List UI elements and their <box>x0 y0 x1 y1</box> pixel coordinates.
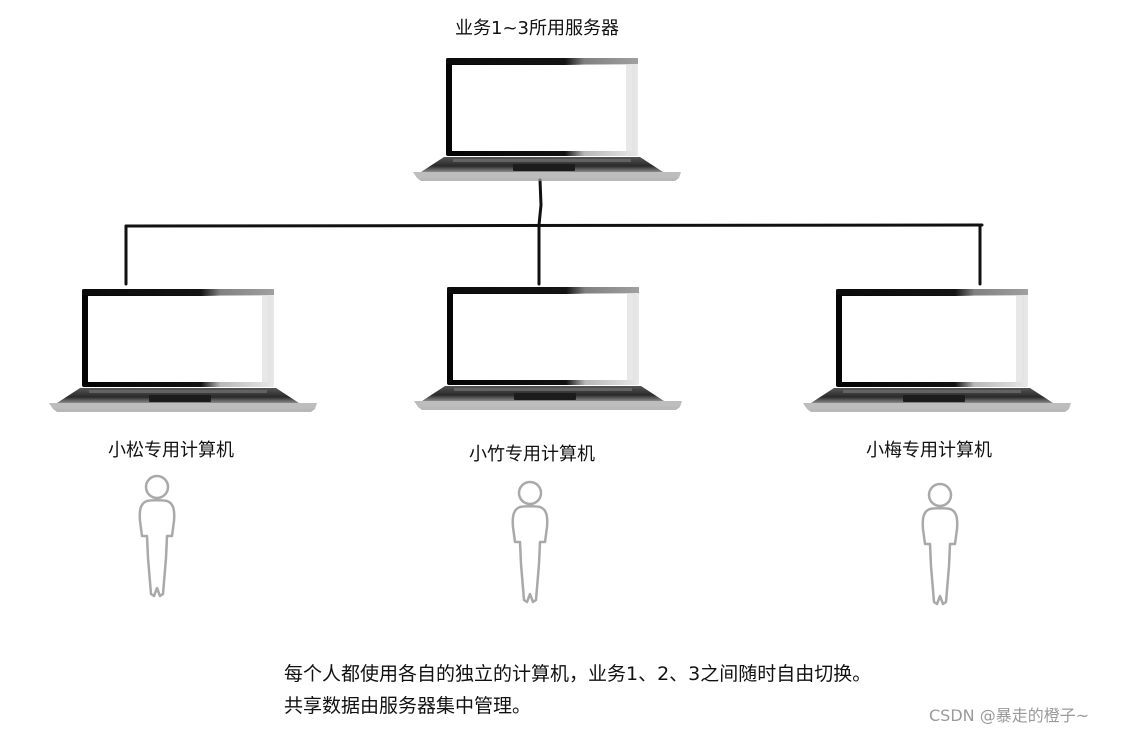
server-laptop-icon <box>413 58 681 181</box>
caption: 每个人都使用各自的独立的计算机，业务1、2、3之间随时自由切换。 共享数据由服务… <box>284 658 871 722</box>
bus-line <box>124 223 984 228</box>
client-label-xiaosong: 小松专用计算机 <box>108 440 234 461</box>
connection-lines <box>124 178 984 286</box>
server-uplink-line <box>537 178 543 227</box>
person-icon <box>138 474 176 598</box>
client-label-xiaomei: 小梅专用计算机 <box>866 440 992 461</box>
caption-line-1: 每个人都使用各自的独立的计算机，业务1、2、3之间随时自由切换。 <box>284 663 872 685</box>
client-laptop-icon <box>414 287 682 410</box>
client-laptop-icon <box>49 289 317 412</box>
client-laptop-icon <box>803 289 1071 412</box>
caption-line-2: 共享数据由服务器集中管理。 <box>284 695 532 717</box>
person-icon <box>511 480 549 604</box>
server-label: 业务1~3所用服务器 <box>455 18 619 39</box>
watermark: CSDN @暴走的橙子~ <box>929 706 1090 725</box>
person-icon <box>921 482 959 606</box>
client-label-xiaozhu: 小竹专用计算机 <box>469 444 595 465</box>
